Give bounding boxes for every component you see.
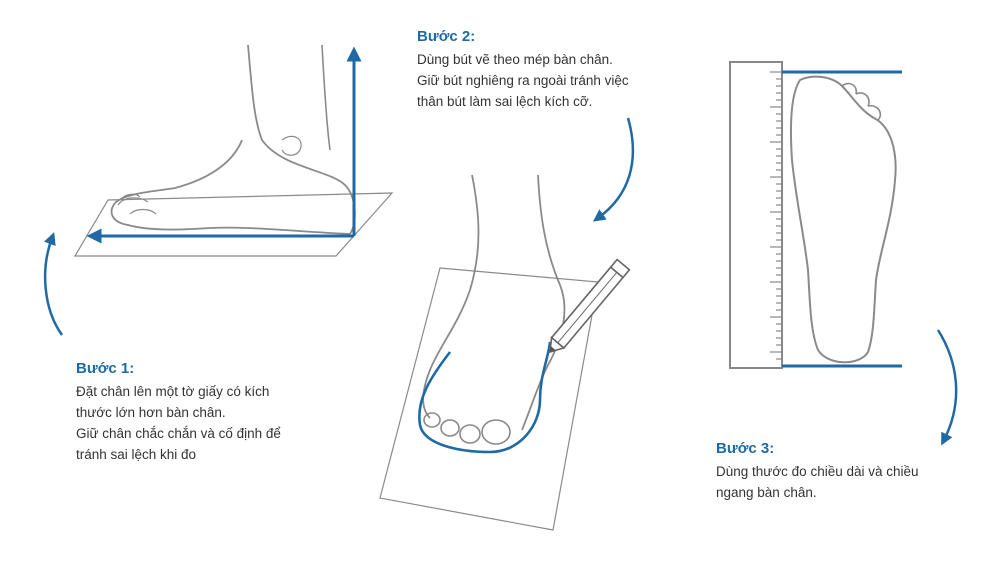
step-2-line: thân bút làm sai lệch kích cỡ. xyxy=(417,91,629,112)
leg-outline-left xyxy=(423,175,478,418)
step-1-line: tránh sai lệch khi đo xyxy=(76,444,281,465)
leg-outline-right xyxy=(522,175,564,430)
step-1-line: Giữ chân chắc chắn và cố định để xyxy=(76,423,281,444)
step-2-title: Bước 2: xyxy=(417,26,629,47)
foot-outline xyxy=(112,45,355,234)
step-3-line: Dùng thước đo chiều dài và chiều xyxy=(716,461,919,482)
ankle-bone xyxy=(282,136,301,155)
curved-arrow-step2 xyxy=(598,118,633,218)
toe-bumps xyxy=(842,84,880,120)
curved-arrow-step3 xyxy=(938,330,956,440)
step-3-line: ngang bàn chân. xyxy=(716,482,919,503)
step-1-instructions: Bước 1: Đặt chân lên một tờ giấy có kích… xyxy=(76,358,281,465)
ruler xyxy=(730,62,782,368)
curved-arrow-step1 xyxy=(45,238,62,335)
step-1-line: Đặt chân lên một tờ giấy có kích xyxy=(76,381,281,402)
step-3-instructions: Bước 3: Dùng thước đo chiều dài và chiều… xyxy=(716,438,919,503)
step-2-line: Dùng bút vẽ theo mép bàn chân. xyxy=(417,49,629,70)
step-2-instructions: Bước 2: Dùng bút vẽ theo mép bàn chân. G… xyxy=(417,26,629,112)
step-1-title: Bước 1: xyxy=(76,358,281,379)
toes xyxy=(424,413,510,444)
footprint-outline xyxy=(791,77,896,363)
traced-outline xyxy=(419,342,550,452)
step1-foot-side-view xyxy=(45,45,392,335)
ankle-line xyxy=(322,45,330,150)
step-2-line: Giữ bút nghiêng ra ngoài tránh việc xyxy=(417,70,629,91)
toes xyxy=(118,194,156,214)
step3-ruler-measurement xyxy=(730,62,956,440)
step-3-title: Bước 3: xyxy=(716,438,919,459)
step2-foot-tracing xyxy=(380,118,633,530)
step-1-line: thước lớn hơn bàn chân. xyxy=(76,402,281,423)
